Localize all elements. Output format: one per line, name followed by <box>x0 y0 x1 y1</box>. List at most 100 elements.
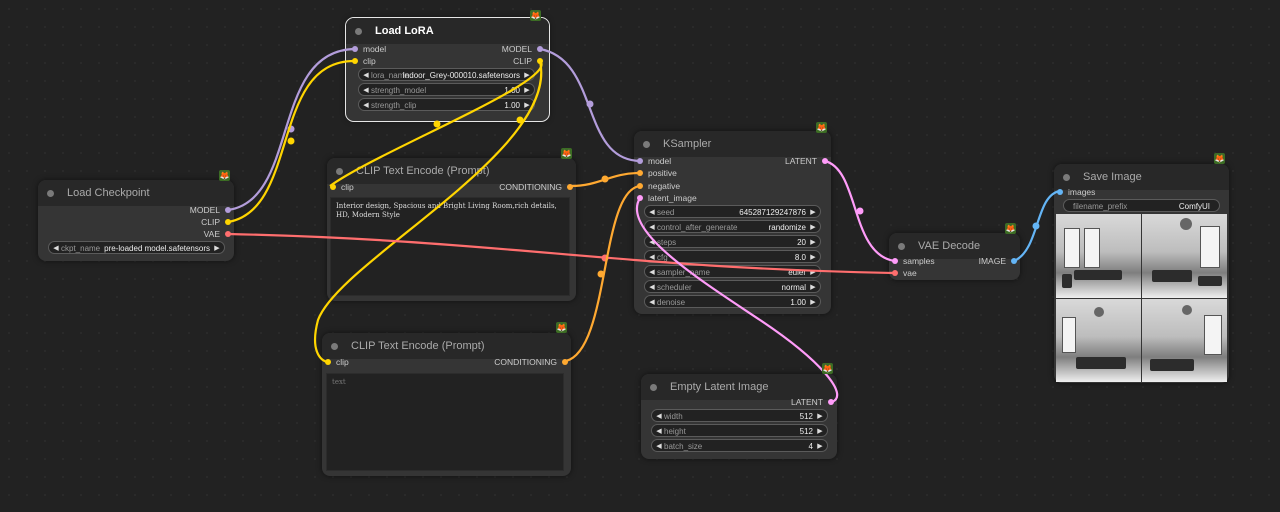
image-preview-grid[interactable] <box>1056 214 1227 382</box>
clip-text-encode-negative-node[interactable]: CLIP Text Encode (Prompt) clip CONDITION… <box>322 333 571 476</box>
sampler-name-combo[interactable]: ◀ sampler_name euler ▶ <box>644 265 821 278</box>
ksampler-node[interactable]: KSampler model positive negative latent_… <box>634 131 831 314</box>
node-header[interactable]: VAE Decode <box>889 233 1020 259</box>
arrow-left-icon[interactable]: ◀ <box>363 72 369 79</box>
arrow-left-icon[interactable]: ◀ <box>649 284 655 291</box>
input-slot-images[interactable]: images <box>1057 186 1095 198</box>
control-after-generate-combo[interactable]: ◀ control_after_generate randomize ▶ <box>644 220 821 233</box>
slot-dot-icon[interactable] <box>892 258 898 264</box>
input-slot-vae[interactable]: vae <box>892 267 917 279</box>
slot-dot-icon[interactable] <box>822 158 828 164</box>
input-slot-positive[interactable]: positive <box>637 167 677 179</box>
collapse-dot-icon[interactable] <box>898 243 905 250</box>
arrow-right-icon[interactable]: ▶ <box>810 254 816 261</box>
arrow-right-icon[interactable]: ▶ <box>214 245 220 252</box>
slot-dot-icon[interactable] <box>352 46 358 52</box>
seed-number[interactable]: ◀ seed 645287129247876 ▶ <box>644 205 821 218</box>
input-slot-model[interactable]: model <box>637 155 671 167</box>
arrow-left-icon[interactable]: ◀ <box>363 102 369 109</box>
output-slot-vae[interactable]: VAE <box>204 228 231 240</box>
collapse-dot-icon[interactable] <box>47 190 54 197</box>
arrow-right-icon[interactable]: ▶ <box>810 239 816 246</box>
collapse-dot-icon[interactable] <box>650 384 657 391</box>
arrow-right-icon[interactable]: ▶ <box>817 413 823 420</box>
height-number[interactable]: ◀ height 512 ▶ <box>651 424 828 437</box>
arrow-left-icon[interactable]: ◀ <box>363 87 369 94</box>
arrow-right-icon[interactable]: ▶ <box>810 284 816 291</box>
arrow-left-icon[interactable]: ◀ <box>656 413 662 420</box>
collapse-dot-icon[interactable] <box>643 141 650 148</box>
input-slot-clip[interactable]: clip <box>330 181 354 193</box>
width-number[interactable]: ◀ width 512 ▶ <box>651 409 828 422</box>
node-header[interactable]: Load Checkpoint <box>38 180 234 206</box>
slot-dot-icon[interactable] <box>352 58 358 64</box>
slot-dot-icon[interactable] <box>1057 189 1063 195</box>
arrow-left-icon[interactable]: ◀ <box>656 443 662 450</box>
lora-name-combo[interactable]: ◀ lora_name Indoor_Grey-000010.safetenso… <box>358 68 535 81</box>
slot-dot-icon[interactable] <box>637 170 643 176</box>
arrow-left-icon[interactable]: ◀ <box>649 209 655 216</box>
output-slot-image[interactable]: IMAGE <box>979 255 1017 267</box>
node-header[interactable]: Save Image <box>1054 164 1229 190</box>
slot-dot-icon[interactable] <box>637 158 643 164</box>
slot-dot-icon[interactable] <box>225 219 231 225</box>
arrow-right-icon[interactable]: ▶ <box>817 443 823 450</box>
output-slot-model[interactable]: MODEL <box>190 204 231 216</box>
save-image-node[interactable]: Save Image images filename_prefix ComfyU… <box>1054 164 1229 383</box>
filename-prefix-input[interactable]: filename_prefix ComfyUI <box>1063 199 1220 212</box>
slot-dot-icon[interactable] <box>637 195 643 201</box>
input-slot-negative[interactable]: negative <box>637 180 680 192</box>
scheduler-combo[interactable]: ◀ scheduler normal ▶ <box>644 280 821 293</box>
collapse-dot-icon[interactable] <box>1063 174 1070 181</box>
slot-dot-icon[interactable] <box>537 58 543 64</box>
prompt-textarea[interactable]: Interior design, Spacious and Bright Liv… <box>330 197 570 296</box>
slot-dot-icon[interactable] <box>562 359 568 365</box>
preview-image[interactable] <box>1142 298 1227 382</box>
batch-size-number[interactable]: ◀ batch_size 4 ▶ <box>651 439 828 452</box>
slot-dot-icon[interactable] <box>537 46 543 52</box>
collapse-dot-icon[interactable] <box>331 343 338 350</box>
node-header[interactable]: Load LoRA <box>346 18 549 44</box>
arrow-right-icon[interactable]: ▶ <box>524 87 530 94</box>
arrow-right-icon[interactable]: ▶ <box>810 269 816 276</box>
output-slot-clip[interactable]: CLIP <box>201 216 231 228</box>
strength-model-number[interactable]: ◀ strength_model 1.00 ▶ <box>358 83 535 96</box>
arrow-right-icon[interactable]: ▶ <box>524 72 530 79</box>
arrow-left-icon[interactable]: ◀ <box>649 269 655 276</box>
output-slot-conditioning[interactable]: CONDITIONING <box>494 356 568 368</box>
arrow-right-icon[interactable]: ▶ <box>810 209 816 216</box>
output-slot-latent[interactable]: LATENT <box>785 155 828 167</box>
slot-dot-icon[interactable] <box>892 270 898 276</box>
load-lora-node[interactable]: Load LoRA model clip MODEL CLIP ◀ lora_n… <box>345 17 550 122</box>
arrow-right-icon[interactable]: ▶ <box>817 428 823 435</box>
arrow-left-icon[interactable]: ◀ <box>649 254 655 261</box>
cfg-number[interactable]: ◀ cfg 8.0 ▶ <box>644 250 821 263</box>
slot-dot-icon[interactable] <box>325 359 331 365</box>
arrow-left-icon[interactable]: ◀ <box>649 224 655 231</box>
arrow-right-icon[interactable]: ▶ <box>810 224 816 231</box>
slot-dot-icon[interactable] <box>567 184 573 190</box>
clip-text-encode-positive-node[interactable]: CLIP Text Encode (Prompt) clip CONDITION… <box>327 158 576 301</box>
input-slot-latent-image[interactable]: latent_image <box>637 192 697 204</box>
empty-latent-image-node[interactable]: Empty Latent Image LATENT ◀ width 512 ▶ … <box>641 374 837 459</box>
denoise-number[interactable]: ◀ denoise 1.00 ▶ <box>644 295 821 308</box>
slot-dot-icon[interactable] <box>828 399 834 405</box>
slot-dot-icon[interactable] <box>1011 258 1017 264</box>
arrow-left-icon[interactable]: ◀ <box>656 428 662 435</box>
slot-dot-icon[interactable] <box>225 207 231 213</box>
preview-image[interactable] <box>1142 214 1227 298</box>
slot-dot-icon[interactable] <box>637 183 643 189</box>
input-slot-clip[interactable]: clip <box>325 356 349 368</box>
preview-image[interactable] <box>1056 298 1141 382</box>
ckpt-name-combo[interactable]: ◀ ckpt_name pre-loaded model.safetensors… <box>48 241 225 254</box>
arrow-left-icon[interactable]: ◀ <box>649 299 655 306</box>
load-checkpoint-node[interactable]: Load Checkpoint MODEL CLIP VAE ◀ ckpt_na… <box>38 180 234 261</box>
collapse-dot-icon[interactable] <box>336 168 343 175</box>
steps-number[interactable]: ◀ steps 20 ▶ <box>644 235 821 248</box>
slot-dot-icon[interactable] <box>330 184 336 190</box>
prompt-textarea[interactable]: text <box>326 373 564 471</box>
vae-decode-node[interactable]: VAE Decode samples vae IMAGE <box>889 233 1020 280</box>
collapse-dot-icon[interactable] <box>355 28 362 35</box>
arrow-right-icon[interactable]: ▶ <box>524 102 530 109</box>
output-slot-conditioning[interactable]: CONDITIONING <box>499 181 573 193</box>
